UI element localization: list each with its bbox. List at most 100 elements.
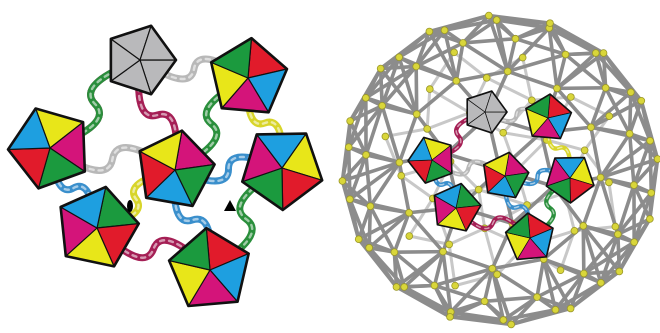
cage-strut-back — [427, 89, 430, 129]
cage-node — [393, 284, 400, 291]
cage-node — [580, 270, 587, 277]
cage-node — [500, 129, 507, 136]
cage-node — [631, 239, 638, 246]
cage-node — [440, 248, 447, 255]
cage-node — [347, 196, 354, 203]
pentagon-layer — [8, 26, 322, 306]
cage-node — [366, 244, 373, 251]
cage-node — [347, 118, 354, 125]
cage-node — [475, 186, 482, 193]
cage-node — [504, 68, 511, 75]
cage-node — [500, 317, 507, 324]
cage-node — [426, 86, 433, 93]
pentagon-top-right — [211, 38, 287, 112]
cage-node — [413, 63, 420, 70]
cage-strut — [456, 43, 463, 81]
cage-node — [597, 279, 604, 286]
cage-node — [446, 241, 453, 248]
cage-node — [391, 249, 398, 256]
cage-node — [654, 156, 660, 163]
cage-node — [562, 51, 569, 58]
cage-node — [567, 305, 574, 312]
cage-node — [580, 222, 587, 229]
cage-node — [367, 203, 374, 210]
cage-node — [554, 85, 561, 92]
three-fold-axis-symbol — [224, 200, 236, 211]
cage-node — [379, 102, 386, 109]
cage-node — [377, 65, 384, 72]
cage-node — [396, 159, 403, 166]
cage-node — [588, 124, 595, 131]
cage-node — [552, 306, 559, 313]
cage-node — [592, 50, 599, 57]
cage-node — [363, 151, 370, 158]
cage-node — [355, 236, 362, 243]
cage-strut — [618, 234, 619, 271]
cage-strut — [417, 81, 457, 114]
cage-node — [483, 74, 490, 81]
cage-node — [519, 54, 526, 61]
cage-node — [481, 298, 488, 305]
pentagon-left — [8, 109, 85, 189]
cage-node — [460, 40, 467, 47]
cage-node — [401, 284, 408, 291]
cage-node — [647, 137, 654, 144]
cage-strut-back — [430, 89, 470, 113]
two-fold-axis-symbol — [127, 200, 133, 212]
cage-node — [494, 271, 501, 278]
cage-node — [493, 17, 500, 24]
cage-strut — [394, 252, 443, 253]
cage-node — [616, 268, 623, 275]
cage-node — [345, 144, 352, 151]
cage-node — [567, 94, 574, 101]
cage-node — [581, 147, 588, 154]
sphere-cage-panel — [339, 12, 660, 328]
cage-node — [396, 54, 403, 61]
cage-node — [602, 84, 609, 91]
cage-node — [441, 27, 448, 34]
pentagon-center — [140, 131, 215, 206]
cage-node — [485, 12, 492, 19]
cage-node — [631, 182, 638, 189]
cage-node — [382, 133, 389, 140]
cage-node — [648, 189, 655, 196]
cage-node — [447, 313, 454, 320]
cage-node — [606, 179, 613, 186]
cage-node — [627, 89, 634, 96]
cage-node — [339, 178, 346, 185]
pentagon-top-grey — [111, 26, 176, 94]
cage-strut — [492, 259, 543, 268]
cage-node — [451, 49, 458, 56]
cage-strut — [557, 88, 606, 89]
cage-node — [534, 294, 541, 301]
cage-node — [646, 216, 653, 223]
cage-node — [489, 265, 496, 272]
cage-node — [614, 231, 621, 238]
cage-node — [606, 113, 613, 120]
cage-strut — [399, 162, 409, 212]
pentagon-right — [242, 134, 322, 210]
flat-network-panel — [8, 26, 322, 306]
cage-node — [571, 227, 578, 234]
cage-strut — [537, 259, 544, 297]
cage-strut — [630, 134, 634, 185]
cage-node — [626, 130, 633, 137]
pentagon-bottom-center — [169, 228, 249, 306]
cage-node — [612, 223, 619, 230]
cage-node — [508, 321, 515, 328]
cage-node — [512, 35, 519, 42]
pentagon-top-grey — [467, 91, 507, 133]
cage-node — [600, 50, 607, 57]
cage-node — [597, 174, 604, 181]
cage-strut — [366, 155, 370, 206]
cage-node — [406, 209, 413, 216]
cage-node — [426, 28, 433, 35]
cage-node — [452, 282, 459, 289]
pentagon-left — [408, 137, 452, 183]
cage-node — [398, 172, 405, 179]
cage-node — [362, 94, 369, 101]
cage-node — [431, 282, 438, 289]
cage-node — [406, 233, 413, 240]
